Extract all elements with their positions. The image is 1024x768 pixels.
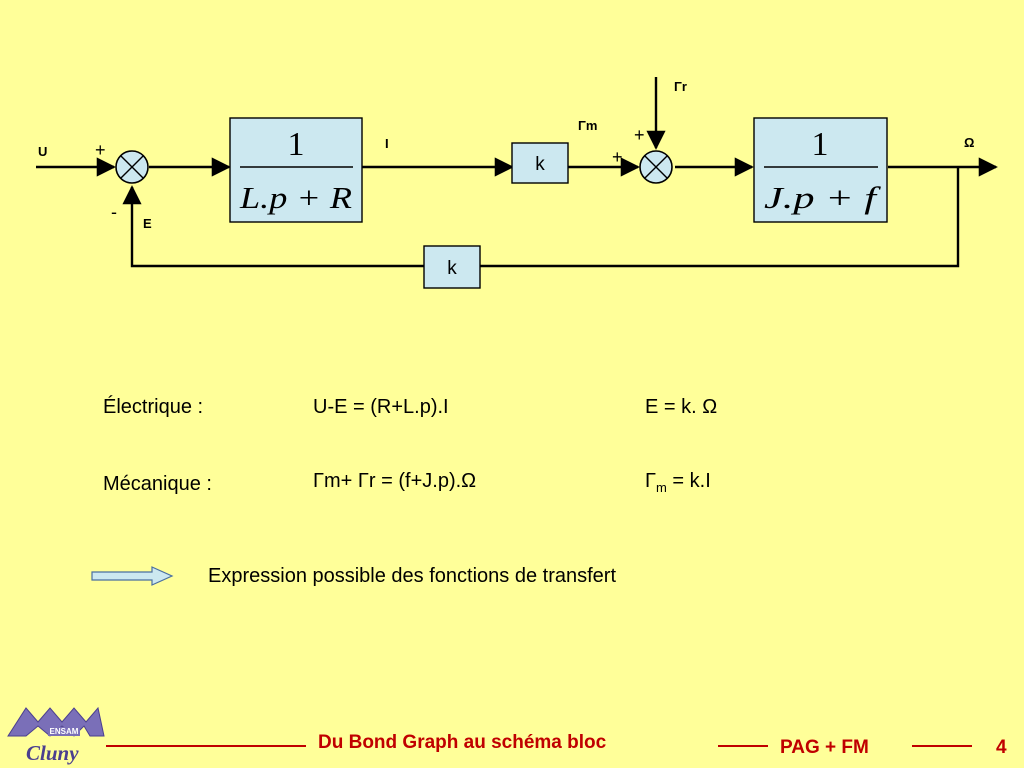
emf-gain-label: k bbox=[447, 258, 457, 279]
signal-label-gamma-m: Γm bbox=[578, 118, 597, 133]
electrical-numerator: 1 bbox=[288, 126, 305, 163]
sign-sum1-feedback: - bbox=[111, 202, 117, 222]
mechanical-numerator: 1 bbox=[812, 126, 829, 163]
page-number: 4 bbox=[996, 737, 1007, 758]
ensam-logo: ENSAM Cluny bbox=[7, 706, 105, 765]
signal-label-u: U bbox=[38, 144, 47, 159]
mechanical-transfer-block: 1 J.p + f bbox=[753, 117, 888, 223]
equation-mechanical-2-symbol: Γ bbox=[645, 470, 657, 492]
mechanical-denominator: J.p + f bbox=[764, 180, 882, 215]
equation-electrical-2: E = k. Ω bbox=[645, 396, 718, 418]
equation-electrical-1: U-E = (R+L.p).I bbox=[313, 396, 449, 418]
summing-junction-1 bbox=[115, 150, 149, 184]
sign-sum2-load: + bbox=[634, 125, 645, 145]
equation-mechanical-2: Γm = k.I bbox=[645, 470, 711, 495]
electrical-denominator: L.p + R bbox=[239, 180, 352, 215]
sign-sum2-motor: + bbox=[612, 147, 623, 167]
equation-mechanical-1: Γm+ Γr = (f+J.p).Ω bbox=[313, 470, 477, 492]
sign-sum1-input: + bbox=[95, 140, 106, 160]
summing-junction-2 bbox=[639, 150, 673, 184]
equation-mechanical-2-rest: = k.I bbox=[666, 470, 711, 492]
torque-gain-label: k bbox=[535, 154, 545, 175]
feedback-path-left bbox=[122, 185, 424, 268]
signal-label-e: E bbox=[143, 216, 152, 231]
electrical-transfer-block: 1 L.p + R bbox=[229, 117, 363, 223]
emf-gain-block: k bbox=[423, 245, 481, 289]
equation-mechanical-2-subscript: m bbox=[656, 480, 667, 495]
transfer-function-note: Expression possible des fonctions de tra… bbox=[208, 565, 616, 587]
torque-gain-block: k bbox=[511, 142, 569, 184]
footer-tag: PAG + FM bbox=[780, 737, 869, 758]
equation-mechanical-label: Mécanique : bbox=[103, 473, 212, 495]
equation-electrical-label: Électrique : bbox=[103, 396, 204, 418]
signal-label-omega: Ω bbox=[964, 135, 974, 150]
hollow-arrow-icon bbox=[91, 566, 174, 586]
footer-title: Du Bond Graph au schéma bloc bbox=[318, 732, 607, 753]
logo-name: Cluny bbox=[26, 741, 79, 765]
signal-label-gamma-r: Γr bbox=[674, 79, 687, 94]
feedback-path-right bbox=[480, 167, 960, 268]
signal-label-i: I bbox=[385, 136, 389, 151]
logo-badge: ENSAM bbox=[50, 727, 79, 736]
